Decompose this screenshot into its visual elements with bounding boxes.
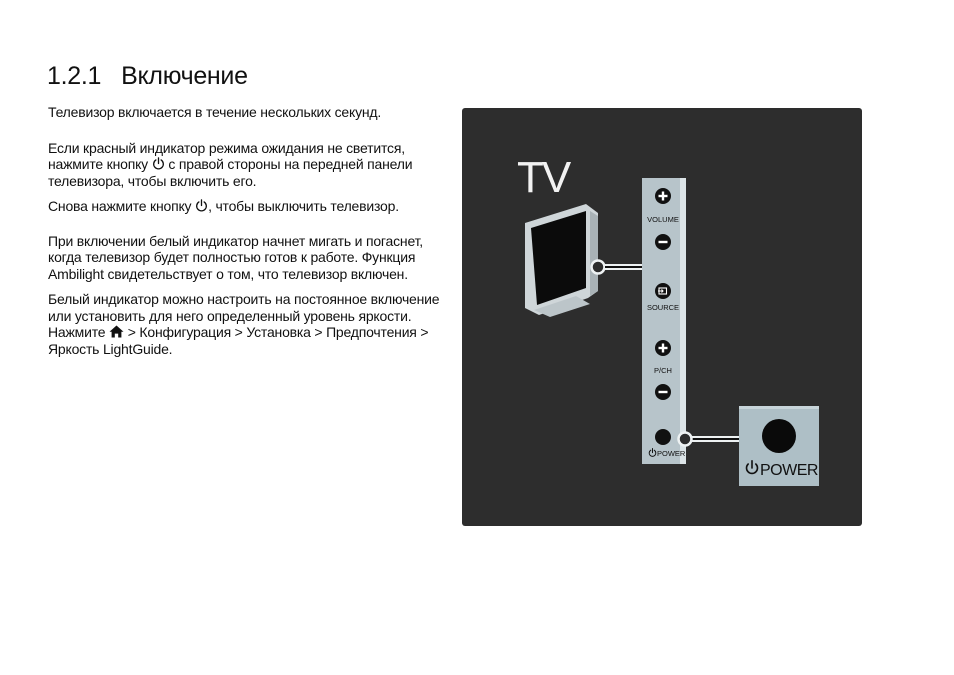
channel-down-button[interactable] [655, 384, 671, 400]
power-button-closeup: POWER [739, 406, 819, 486]
home-icon [109, 325, 124, 338]
section-number: 1.2.1 [47, 62, 102, 90]
side-power-button[interactable] [655, 429, 671, 445]
power-icon [648, 448, 657, 457]
paragraph-indicator: При включении белый индикатор начнет миг… [48, 232, 423, 282]
pch-label: P/CH [654, 366, 672, 375]
side-control-panel: VOLUME SOURCE P/CH [642, 178, 693, 464]
paragraph-standby: Если красный индикатор режима ожидания н… [48, 139, 413, 189]
section-heading: 1.2.1 Включение [47, 61, 248, 91]
tv-silhouette [525, 204, 606, 317]
main-power-button[interactable] [762, 419, 796, 453]
power-small-label: POWER [657, 449, 686, 458]
tv-label: TV [517, 153, 572, 202]
channel-up-button[interactable] [655, 340, 671, 356]
illustration-canvas: TV VOLUME [517, 153, 819, 486]
paragraph-lightguide: Белый индикатор можно настроить на посто… [48, 291, 440, 357]
tv-power-illustration: TV VOLUME [462, 108, 862, 526]
volume-down-button[interactable] [655, 234, 671, 250]
volume-up-button[interactable] [655, 188, 671, 204]
source-label: SOURCE [647, 303, 679, 312]
source-button[interactable] [655, 283, 671, 299]
paragraph-startup: Телевизор включается в течение нескольки… [48, 104, 382, 120]
power-icon [196, 199, 208, 212]
body-text: Телевизор включается в течение нескольки… [48, 104, 443, 357]
paragraph-switch-off: Снова нажмите кнопку , чтобы выключить т… [48, 198, 399, 214]
section-title: Включение [121, 62, 248, 90]
volume-label: VOLUME [647, 215, 679, 224]
power-icon [745, 459, 759, 475]
power-big-label: POWER [760, 462, 818, 479]
power-icon [152, 157, 164, 170]
